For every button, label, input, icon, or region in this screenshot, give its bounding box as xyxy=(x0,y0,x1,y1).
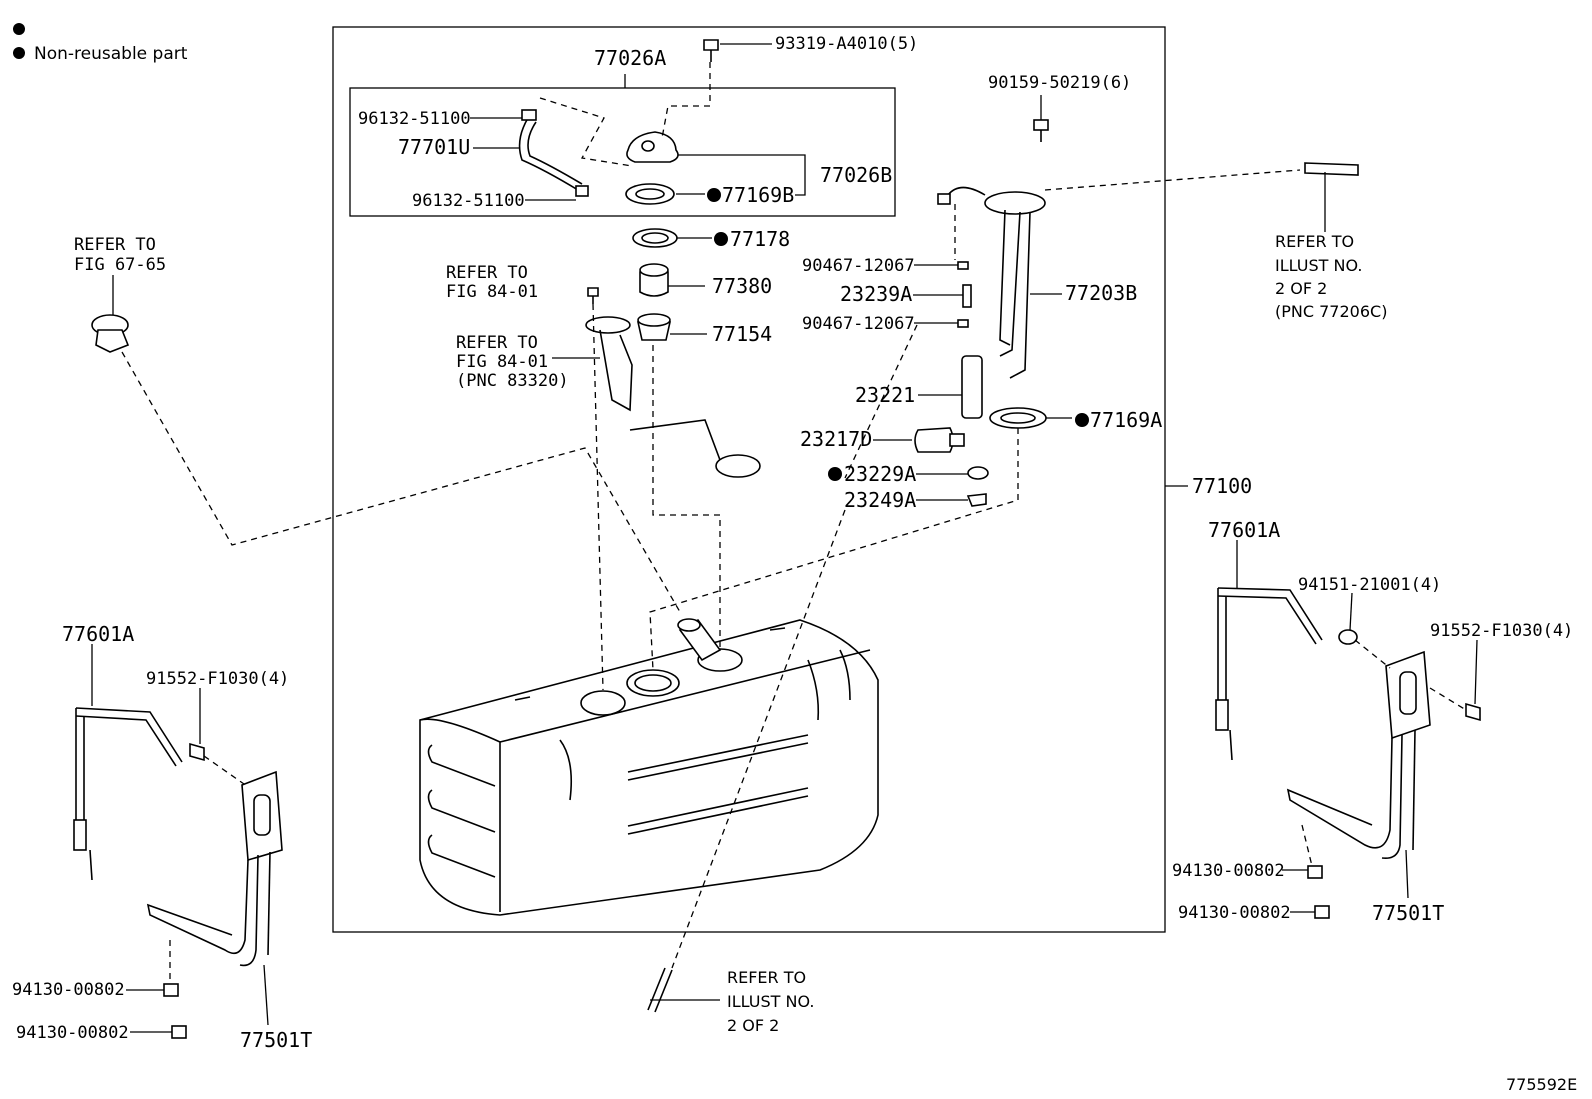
legend-line-english: Non-reusable part xyxy=(34,44,188,64)
gasket-77169A xyxy=(989,407,1047,429)
left-bracket-77501T xyxy=(146,742,283,967)
ref-fig-84-01-a-line2: FIG 84-01 xyxy=(446,282,538,302)
label-23229A: 23229A xyxy=(844,462,916,486)
pump-opening xyxy=(580,690,626,716)
clamp-90467-lower xyxy=(957,319,969,328)
ref-fig-84-01-b-line3: (PNC 83320) xyxy=(456,371,569,391)
gasket-77178 xyxy=(632,228,678,248)
label-23221: 23221 xyxy=(855,383,915,407)
label-left-77601A: 77601A xyxy=(62,622,134,646)
label-77701U: 77701U xyxy=(398,135,470,159)
vent-valve-subassembly-box xyxy=(349,87,896,217)
fuel-pump-23221 xyxy=(961,355,983,419)
figure-id: 775592E xyxy=(1506,1075,1577,1094)
ref-fig-84-01-b-line2: FIG 84-01 xyxy=(456,352,548,372)
part-labels: 77026A 93319-A4010(5) 96132-51100 77701U… xyxy=(12,34,1573,1052)
retainer-23249A xyxy=(966,493,987,507)
label-90467-lower: 90467-12067 xyxy=(802,314,915,334)
right-nut-94151 xyxy=(1338,629,1358,645)
label-23239A: 23239A xyxy=(840,282,912,306)
clamp-90467-upper xyxy=(957,261,969,270)
ref-illust-bottom-line2: ILLUST NO. xyxy=(727,992,814,1011)
ref-illust-bottom-line3: 2 OF 2 xyxy=(727,1016,779,1035)
label-77154: 77154 xyxy=(712,322,772,346)
label-77100: 77100 xyxy=(1192,474,1252,498)
hose-23239A xyxy=(962,284,972,308)
label-93319: 93319-A4010(5) xyxy=(775,34,918,54)
ref-fig-67-65-line2: FIG 67-65 xyxy=(74,255,166,275)
non-reusable-bullet-icon xyxy=(13,47,25,59)
label-left-94130-lower: 94130-00802 xyxy=(16,1023,129,1043)
fuel-tank-assembly-frame xyxy=(332,26,1166,933)
cushion-23229A xyxy=(967,466,989,480)
label-77169B: 77169B xyxy=(722,183,794,207)
ref-illust-right-line4: (PNC 77206C) xyxy=(1275,302,1387,321)
vent-bolt xyxy=(703,39,719,51)
vent-valve-body xyxy=(626,131,679,163)
label-left-94130-upper: 94130-00802 xyxy=(12,980,125,1000)
label-right-77601A: 77601A xyxy=(1208,518,1280,542)
label-right-94151: 94151-21001(4) xyxy=(1298,575,1441,595)
label-23249A: 23249A xyxy=(844,488,916,512)
legend: Non-reusable part xyxy=(13,23,188,64)
label-right-94130-upper: 94130-00802 xyxy=(1172,861,1285,881)
right-nut-upper xyxy=(1307,865,1323,879)
right-nut-lower xyxy=(1314,905,1330,919)
leader-lines xyxy=(91,43,1478,1033)
return-hose-end xyxy=(1304,162,1359,176)
lower-hose-end xyxy=(647,967,666,1011)
non-reusable-bullet-icon xyxy=(828,467,842,481)
label-77026B: 77026B xyxy=(820,163,892,187)
label-left-91552: 91552-F1030(4) xyxy=(146,669,289,689)
non-reusable-bullet-icon xyxy=(13,23,25,35)
sender-opening xyxy=(626,669,680,697)
right-bolt-91552 xyxy=(1465,702,1481,722)
sender-float xyxy=(715,454,761,478)
part-77380 xyxy=(639,271,669,297)
ref-illust-right-line1: REFER TO xyxy=(1275,232,1354,251)
label-right-77501T: 77501T xyxy=(1372,901,1444,925)
label-77380: 77380 xyxy=(712,274,772,298)
fuel-sender-gauge xyxy=(585,287,761,478)
label-77026A: 77026A xyxy=(594,46,666,70)
left-nut-lower xyxy=(171,1025,187,1039)
label-right-94130-lower: 94130-00802 xyxy=(1178,903,1291,923)
label-77203B: 77203B xyxy=(1065,281,1137,305)
alignment-lines xyxy=(121,62,1467,984)
label-23217D: 23217D xyxy=(800,427,872,451)
label-left-77501T: 77501T xyxy=(240,1028,312,1052)
non-reusable-bullet-icon xyxy=(1075,413,1089,427)
filler-grommet xyxy=(91,314,130,353)
left-nut-upper xyxy=(163,983,179,997)
non-reusable-bullet-icon xyxy=(714,232,728,246)
vent-subassembly-parts xyxy=(518,39,719,205)
ref-illust-right-line3: 2 OF 2 xyxy=(1275,279,1327,298)
fuel-tank-body xyxy=(419,618,879,916)
vent-hose xyxy=(518,117,579,191)
ref-fig-84-01-b-line1: REFER TO xyxy=(456,333,538,353)
label-90467-upper: 90467-12067 xyxy=(802,256,915,276)
label-96132-upper: 96132-51100 xyxy=(358,109,471,129)
label-right-91552: 91552-F1030(4) xyxy=(1430,621,1573,641)
label-96132-lower: 96132-51100 xyxy=(412,191,525,211)
label-77169A: 77169A xyxy=(1090,408,1162,432)
right-bracket-77501T xyxy=(1286,629,1481,860)
fuel-filter-23217D xyxy=(914,427,954,453)
ref-illust-bottom-line1: REFER TO xyxy=(727,968,806,987)
reference-notes: REFER TO FIG 67-65 REFER TO FIG 84-01 RE… xyxy=(74,232,1387,1035)
non-reusable-bullet-icon xyxy=(707,188,721,202)
ref-illust-right-line2: ILLUST NO. xyxy=(1275,256,1362,275)
right-strap-77601A xyxy=(1215,587,1323,761)
label-77178: 77178 xyxy=(730,227,790,251)
vent-gasket xyxy=(625,183,675,205)
label-90159: 90159-50219(6) xyxy=(988,73,1131,93)
ref-fig-84-01-a-line1: REFER TO xyxy=(446,263,528,283)
hose-clip-bottom xyxy=(575,185,589,197)
left-strap-77601A xyxy=(73,707,183,881)
bolt-90159 xyxy=(1033,119,1049,131)
hose-clip-top xyxy=(521,109,537,121)
ref-fig-67-65-line1: REFER TO xyxy=(74,235,156,255)
